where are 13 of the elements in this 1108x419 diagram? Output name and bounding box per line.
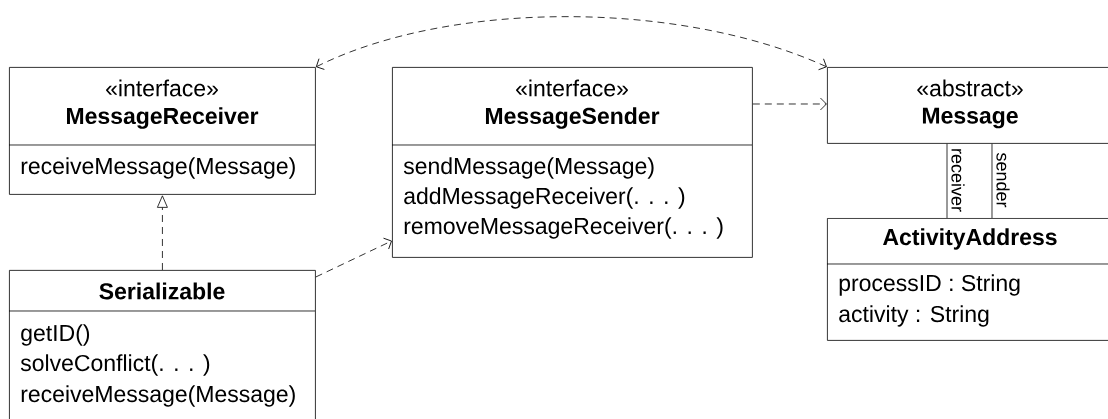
class-box: «interface» MessageReceiver receiveMessage(Message) [8, 67, 316, 195]
association-line [946, 143, 948, 219]
arrow [315, 237, 392, 278]
class-box: ActivityAddress processID : String activity : String [826, 218, 1108, 341]
arrow [157, 195, 168, 271]
class-box: «interface» MessageSender sendMessage(Message) addMessageReceiver(. . . ) removeMessageReceiver(. . . ) [391, 67, 753, 258]
association-line [991, 143, 993, 219]
arrow [315, 16, 827, 71]
edge-label: sender [995, 151, 1011, 209]
class-box: «abstract» Message [827, 67, 1108, 144]
class-box: Serializable getID() solveConflict(. . . ) receiveMessage(Message) [8, 270, 316, 419]
edge-label: receiver [950, 147, 966, 213]
arrow [752, 97, 827, 111]
